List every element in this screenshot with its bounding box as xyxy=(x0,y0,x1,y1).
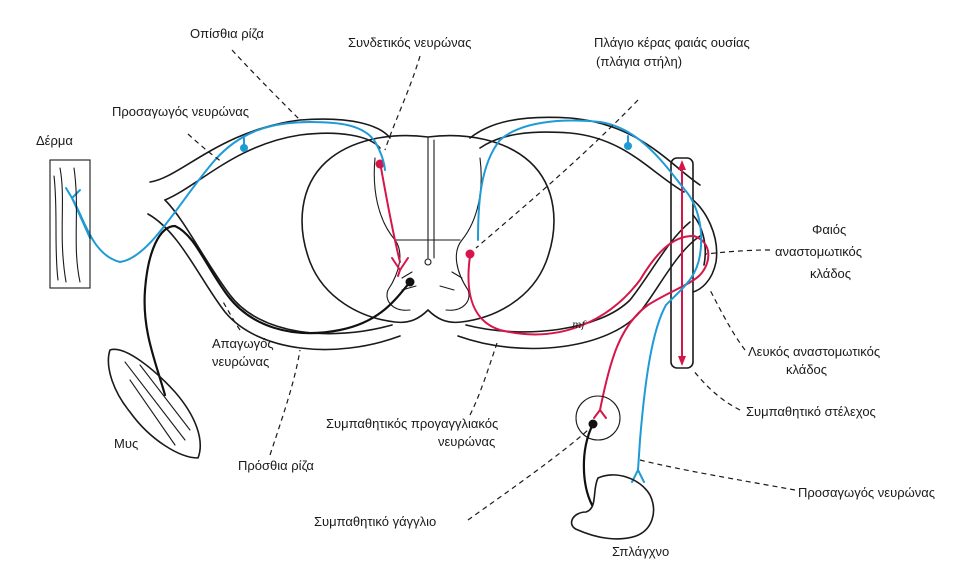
label-preganglionic-1: Συμπαθητικός προγαγγλιακός xyxy=(326,416,498,431)
label-skin: Δέρμα xyxy=(36,133,73,148)
preganglionic-fiber xyxy=(468,236,708,410)
label-gray-ramus-3: κλάδος xyxy=(810,266,851,281)
gray-matter-right xyxy=(446,158,481,310)
label-lateral-column: (πλάγια στήλη) xyxy=(596,54,682,69)
label-white-ramus-1: Λευκός αναστομωτικός xyxy=(748,344,880,359)
viscera-icon xyxy=(572,475,654,539)
label-muscle: Μυς xyxy=(114,436,138,451)
interneuron-fiber xyxy=(380,162,400,262)
label-interneuron: Συνδετικός νευρώνας xyxy=(348,35,471,50)
label-gray-ramus-2: αναστομωτικός xyxy=(775,244,862,259)
visceral-afferent-fiber xyxy=(478,121,701,470)
label-dorsal-root: Οπίσθια ρίζα xyxy=(190,26,264,41)
central-canal xyxy=(425,259,431,265)
sympathetic-ganglion xyxy=(576,396,620,505)
skin-afferent-fiber xyxy=(72,122,385,262)
label-preganglionic-2: νευρώνας xyxy=(438,434,495,449)
label-lateral-horn: Πλάγιο κέρας φαιάς ουσίας xyxy=(594,35,750,50)
left-spinal-nerve xyxy=(145,119,415,395)
labels: Οπίσθια ρίζα Συνδετικός νευρώνας Πλάγιο … xyxy=(36,26,935,559)
artist-signature: mf xyxy=(572,320,587,331)
label-efferent-neuron-2: νευρώνας xyxy=(212,354,269,369)
label-gray-ramus-1: Φαιός xyxy=(812,222,846,237)
label-sympathetic-ganglion: Συμπαθητικό γάγγλιο xyxy=(314,514,436,529)
sympathetic-trunk xyxy=(671,158,717,368)
efferent-neuron-soma xyxy=(406,278,415,287)
label-viscera: Σπλάγχνο xyxy=(612,544,669,559)
label-afferent-neuron-viscera: Προσαγωγός νευρώνας xyxy=(798,485,935,500)
label-afferent-neuron-skin: Προσαγωγός νευρώνας xyxy=(112,104,249,119)
label-ventral-root: Πρόσθια ρίζα xyxy=(238,458,314,473)
label-efferent-neuron-1: Απαγωγός xyxy=(212,336,274,351)
preganglionic-soma xyxy=(466,250,475,259)
spinal-cord xyxy=(302,136,554,323)
label-sympathetic-trunk: Συμπαθητικό στέλεχος xyxy=(746,404,876,419)
label-white-ramus-2: κλάδος xyxy=(786,362,827,377)
